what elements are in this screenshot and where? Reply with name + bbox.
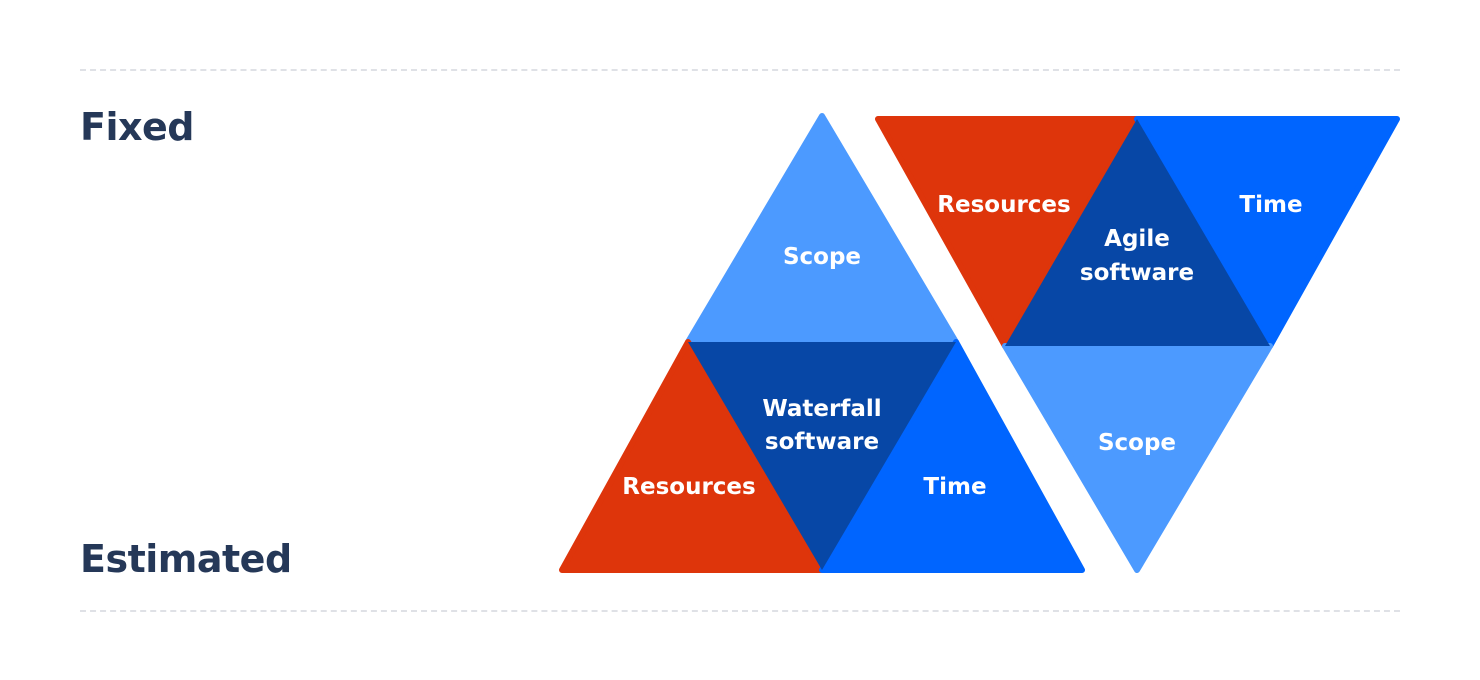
- fixed-label: Fixed: [80, 105, 194, 149]
- waterfall-scope-text: Scope: [783, 244, 861, 270]
- agile-center-segment: [1005, 119, 1270, 346]
- waterfall-center-text-line2: software: [765, 429, 879, 455]
- agile-center-text-line2: software: [1080, 260, 1194, 286]
- agile-center-text-line1: Agile: [1104, 226, 1170, 252]
- waterfall-time-text: Time: [923, 474, 986, 500]
- waterfall-center-text-line1: Waterfall: [762, 396, 881, 422]
- agile-triangle: Resources Time Agile software Scope: [875, 116, 1400, 573]
- top-divider: [80, 69, 1400, 71]
- bottom-divider: [80, 610, 1400, 612]
- agile-scope-text: Scope: [1098, 430, 1176, 456]
- waterfall-resources-text: Resources: [622, 474, 755, 500]
- agile-time-text: Time: [1239, 192, 1302, 218]
- estimated-label: Estimated: [80, 537, 292, 581]
- waterfall-triangle: Scope Resources Waterfall software Time: [559, 113, 1085, 573]
- agile-resources-text: Resources: [937, 192, 1070, 218]
- waterfall-center-segment: [688, 342, 956, 570]
